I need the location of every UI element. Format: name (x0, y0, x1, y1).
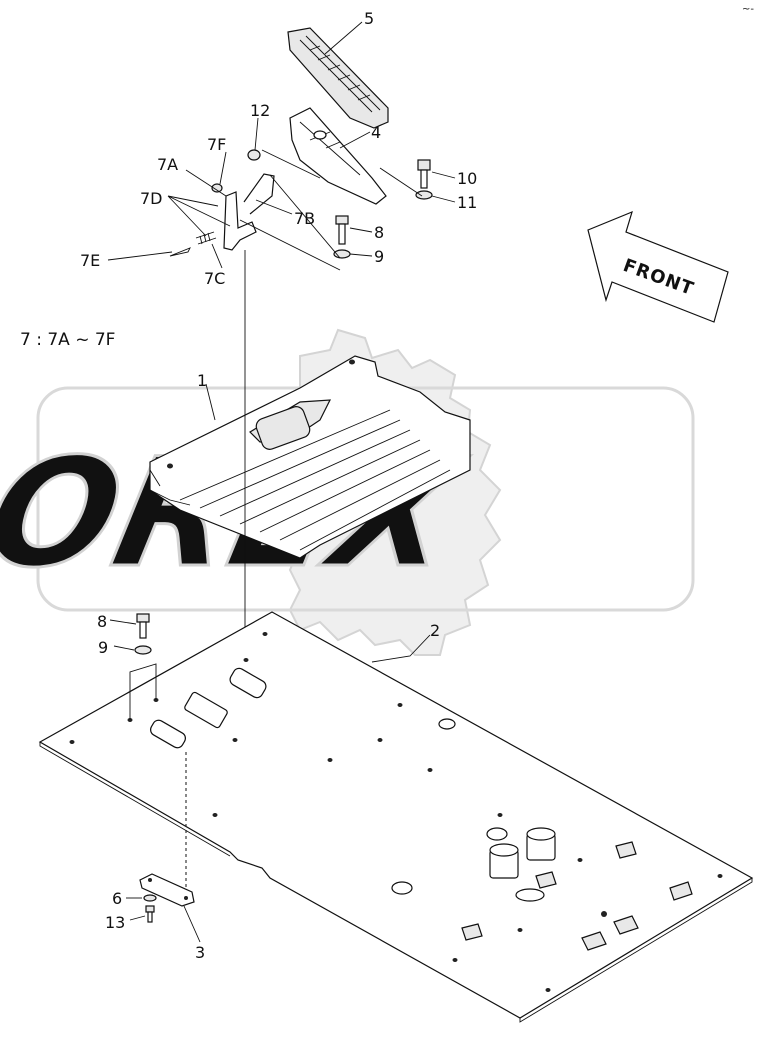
bracket-kit-7 (169, 173, 275, 257)
callout-8-lower: 8 (97, 612, 107, 631)
corner-mark: ~- (742, 4, 754, 15)
callout-5: 5 (364, 9, 374, 28)
callout-8-upper: 8 (374, 223, 384, 242)
floor-mat (149, 355, 471, 559)
callout-7a: 7A (157, 155, 178, 174)
front-arrow: FRONT (587, 210, 729, 323)
callout-10: 10 (457, 169, 477, 188)
callout-3: 3 (195, 943, 205, 962)
callout-7b: 7B (294, 209, 315, 228)
callout-9-lower: 9 (98, 638, 108, 657)
floor-plate (38, 611, 754, 1023)
screw-13 (145, 905, 155, 923)
callout-1: 1 (197, 371, 207, 390)
callout-4: 4 (371, 123, 381, 142)
pedal-pad (287, 27, 389, 129)
leader-lines (107, 21, 456, 943)
bolt-8-lower (136, 613, 150, 639)
pedal-bracket (289, 107, 387, 205)
callout-13: 13 (105, 913, 125, 932)
bolt-8-upper (335, 215, 349, 245)
callout-9-upper: 9 (374, 247, 384, 266)
cover-plate-3 (139, 873, 195, 907)
bolt-10 (417, 159, 431, 189)
nut-12 (247, 149, 261, 161)
callout-7d: 7D (140, 189, 163, 208)
callouts: 5 4 12 7F 7A 7D 7B 7E 7C 10 11 8 9 1 2 8… (80, 9, 477, 962)
callout-7f: 7F (207, 135, 226, 154)
washer-11 (415, 190, 433, 200)
callout-2: 2 (430, 621, 440, 640)
callout-11: 11 (457, 193, 477, 212)
callout-6: 6 (112, 889, 122, 908)
washer-6 (143, 894, 157, 902)
callout-12: 12 (250, 101, 270, 120)
kit-legend: 7 : 7A ~ 7F (20, 330, 115, 350)
washer-9-lower (134, 645, 152, 655)
callout-7c: 7C (204, 269, 225, 288)
callout-7e: 7E (80, 251, 100, 270)
